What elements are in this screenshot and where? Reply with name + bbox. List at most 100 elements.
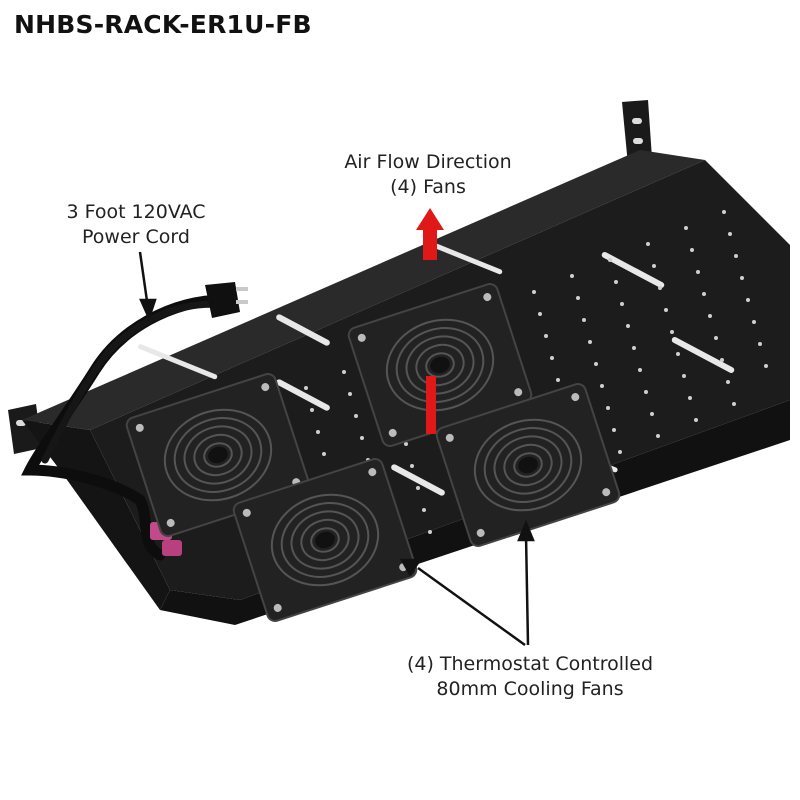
perforation-dot xyxy=(734,254,738,258)
fan-screw xyxy=(514,388,523,397)
perforation-dot xyxy=(404,442,408,446)
perforation-dot xyxy=(348,392,352,396)
perforation-dot xyxy=(746,298,750,302)
fan-guard-ring xyxy=(483,427,573,503)
power-cord-pointer-head xyxy=(139,298,157,322)
perforation-dot xyxy=(720,358,724,362)
fan-guard-ring xyxy=(405,335,475,395)
fan-screw xyxy=(368,468,377,477)
perforation-dot xyxy=(550,356,554,360)
perforation-dot xyxy=(428,530,432,534)
power-cord-label-line2: Power Cord xyxy=(82,226,190,248)
fan-pointer-right-head xyxy=(517,519,535,542)
perforation-dot xyxy=(614,280,618,284)
perforation-dot xyxy=(670,330,674,334)
perforation-dot xyxy=(600,384,604,388)
perforation-dot xyxy=(752,320,756,324)
power-cord-label-line1: 3 Foot 120VAC xyxy=(66,201,206,223)
fan-guard-ring xyxy=(270,493,380,587)
airflow-arrow-shaft xyxy=(426,376,436,434)
fans-label: (4) Thermostat Controlled 80mm Cooling F… xyxy=(380,652,680,702)
fan-guard-ring xyxy=(493,435,563,495)
perforation-dot xyxy=(618,450,622,454)
perforation-dot xyxy=(646,242,650,246)
fan-screw xyxy=(357,333,366,342)
fans-label-line2: 80mm Cooling Fans xyxy=(436,678,624,700)
fan-screw xyxy=(242,508,251,517)
right-mounting-ear xyxy=(622,100,652,165)
tray-front-edge xyxy=(160,400,790,625)
fan-hub xyxy=(208,446,228,464)
perforation-dot xyxy=(726,380,730,384)
perforation-dot xyxy=(588,340,592,344)
fan-guard-ring xyxy=(193,433,243,477)
fan-guard-ring xyxy=(503,443,553,487)
perforation-dot xyxy=(360,436,364,440)
perforation-dot xyxy=(696,270,700,274)
fans-label-line1: (4) Thermostat Controlled xyxy=(406,653,654,675)
perforation-dot xyxy=(632,346,636,350)
perforation-dot xyxy=(316,430,320,434)
fan-guard-ring xyxy=(183,425,253,485)
perforation-dot xyxy=(728,232,732,236)
perforation-dot xyxy=(304,386,308,390)
perforation-dot xyxy=(684,226,688,230)
fan-screw xyxy=(135,423,144,432)
perforation-dot xyxy=(594,362,598,366)
perforation-dot xyxy=(638,368,642,372)
product-title: NHBS-RACK-ER1U-FB xyxy=(14,10,312,39)
perforation-dot xyxy=(354,414,358,418)
perforation-dot xyxy=(538,312,542,316)
plug-prong xyxy=(236,300,248,304)
power-cord-strand xyxy=(41,300,229,464)
perforation-dot xyxy=(714,336,718,340)
fan-screw xyxy=(166,518,175,527)
fan-guard-ring xyxy=(310,527,340,553)
fan-guard-ring xyxy=(513,452,543,478)
perforation-dot xyxy=(732,402,736,406)
perforation-dot xyxy=(690,248,694,252)
perforation-dot xyxy=(688,396,692,400)
perforation-dot xyxy=(644,390,648,394)
fan-guard-ring xyxy=(425,352,455,378)
fan-hub xyxy=(430,356,450,374)
fan-screw xyxy=(571,393,580,402)
perforation-dot xyxy=(612,428,616,432)
perforation-dot xyxy=(694,418,698,422)
fan-guard-ring xyxy=(290,510,360,570)
fan-screw xyxy=(445,433,454,442)
perforation-dot xyxy=(620,302,624,306)
perforation-dot xyxy=(532,290,536,294)
fan-guard-ring xyxy=(173,417,263,493)
perforation-dot xyxy=(676,352,680,356)
perforation-dot xyxy=(570,274,574,278)
power-cord-label: 3 Foot 120VAC Power Cord xyxy=(36,200,236,250)
fan-screw xyxy=(602,488,611,497)
perforation-dot xyxy=(708,314,712,318)
plug-prong xyxy=(236,287,248,291)
cooling-fan xyxy=(232,458,418,622)
perforation-dot xyxy=(656,434,660,438)
perforation-dot xyxy=(416,486,420,490)
plug-body xyxy=(205,282,240,318)
fan-screw xyxy=(261,383,270,392)
perforation-dot xyxy=(652,264,656,268)
fan-guard-ring xyxy=(280,502,370,578)
fan-guard-ring xyxy=(415,343,465,387)
fan-screw xyxy=(476,528,485,537)
fan-screw xyxy=(273,603,282,612)
fan-pointer-left xyxy=(417,566,526,647)
perforation-dot xyxy=(342,370,346,374)
perforation-dot xyxy=(322,452,326,456)
fan-pointer-left-head xyxy=(399,558,423,577)
perforation-dot xyxy=(658,286,662,290)
airflow-label: Air Flow Direction (4) Fans xyxy=(318,150,538,200)
cooling-fan xyxy=(347,283,533,447)
perforation-dot xyxy=(606,406,610,410)
fan-pointer-right xyxy=(524,534,530,646)
perforation-dot xyxy=(576,296,580,300)
perforation-dot xyxy=(310,408,314,412)
perforation-dot xyxy=(650,412,654,416)
perforation-dot xyxy=(410,464,414,468)
